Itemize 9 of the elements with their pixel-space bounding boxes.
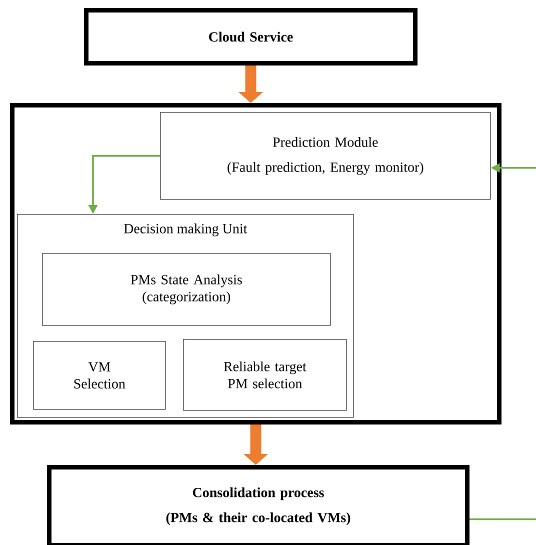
process-box: Reliable target PM selection xyxy=(183,339,347,411)
module-box: Prediction Module (Fault prediction, Energy monitor) xyxy=(160,112,491,200)
process-box: PMs State Analysis (categorization) xyxy=(42,253,331,326)
box-heading: Decision making Unit xyxy=(124,224,248,236)
process-box: Cloud Service xyxy=(84,8,418,66)
unit-box xyxy=(17,214,354,418)
process-box: VM Selection xyxy=(33,341,166,410)
container-box xyxy=(10,103,502,424)
process-box: Consolidation process (PMs & their co-located VMs) xyxy=(47,465,470,545)
